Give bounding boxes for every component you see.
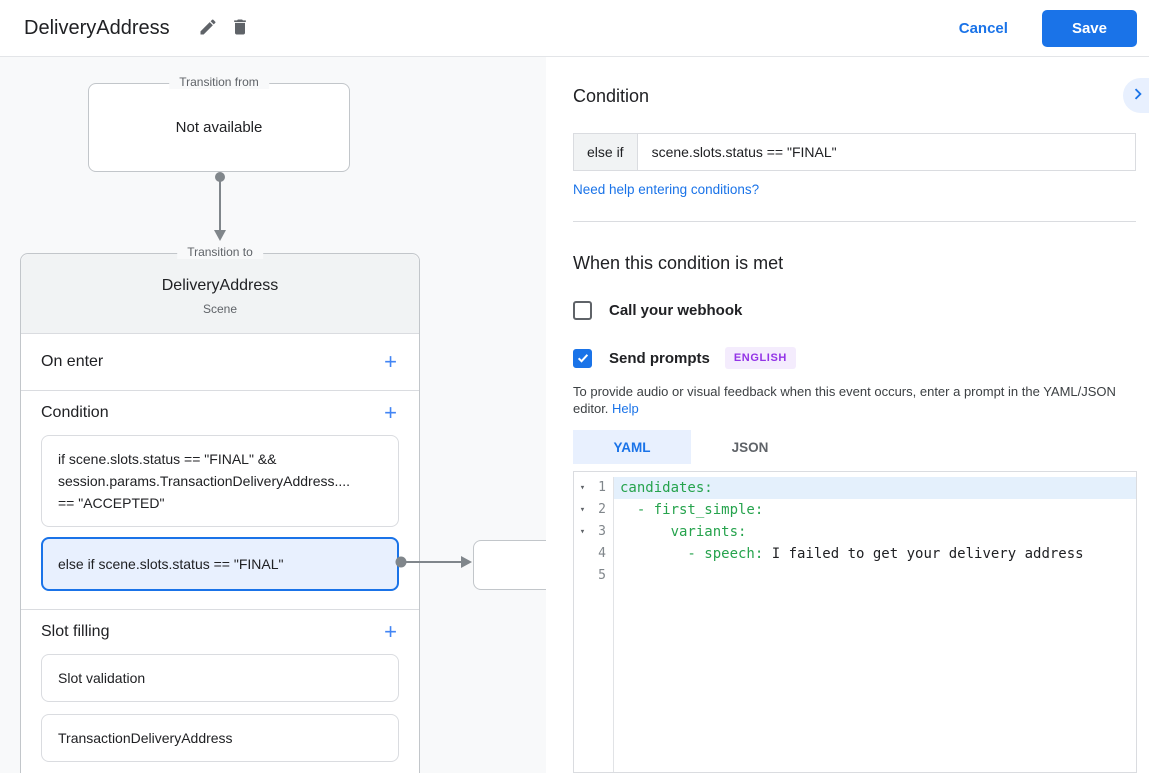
editor-line[interactable]: ▾ 3 variants: — [574, 521, 1136, 543]
send-prompts-label: Send prompts — [609, 349, 710, 367]
code-line[interactable]: variants: — [620, 524, 747, 540]
transition-from-node: Transition from Not available — [88, 75, 350, 172]
slot-item[interactable]: Slot validation — [41, 654, 399, 702]
line-number: 2 — [591, 499, 614, 521]
slot-filling-header: Slot filling + — [41, 610, 399, 654]
target-scene-node[interactable] — [473, 540, 546, 590]
transition-from-legend: Transition from — [169, 75, 269, 89]
editor-line[interactable]: 4 - speech: I failed to get your deliver… — [574, 543, 1136, 565]
tab-yaml[interactable]: YAML — [573, 430, 691, 464]
fold-spacer — [574, 565, 591, 587]
line-number: 3 — [591, 521, 614, 543]
scene-card-header: DeliveryAddress Scene — [21, 254, 419, 334]
slot-filling-label: Slot filling — [41, 623, 110, 640]
prompt-helper-text: To provide audio or visual feedback when… — [573, 383, 1135, 417]
detail-panel: Condition else if Need help entering con… — [546, 57, 1149, 773]
language-badge: ENGLISH — [724, 347, 796, 369]
helper-text-body: To provide audio or visual feedback when… — [573, 384, 1116, 416]
save-button[interactable]: Save — [1041, 9, 1137, 47]
condition-label: Condition — [41, 404, 109, 421]
condition-item[interactable]: if scene.slots.status == "FINAL" && sess… — [41, 435, 399, 527]
line-number: 5 — [591, 565, 614, 587]
code-line[interactable]: - speech: I failed to get your delivery … — [620, 546, 1084, 562]
send-prompts-row: Send prompts ENGLISH — [573, 347, 1136, 369]
cancel-button[interactable]: Cancel — [958, 19, 1008, 37]
code-line[interactable]: candidates: — [614, 477, 1136, 499]
transition-to-legend: Transition to — [177, 245, 263, 259]
editor-line[interactable]: 5 — [574, 565, 1136, 587]
section-divider — [21, 609, 419, 610]
slot-item[interactable]: TransactionDeliveryAddress — [41, 714, 399, 762]
diagram-panel: Transition from Not available Transition… — [0, 57, 546, 773]
line-number: 4 — [591, 543, 614, 565]
panel-title: Condition — [573, 86, 650, 106]
format-tabs: YAML JSON — [573, 430, 1136, 464]
transition-arrow-down — [214, 172, 226, 241]
pencil-icon — [198, 17, 218, 40]
tab-json[interactable]: JSON — [691, 430, 809, 464]
fold-toggle-icon[interactable]: ▾ — [579, 527, 586, 537]
scene-card: Transition to DeliveryAddress Scene On e… — [20, 245, 420, 773]
collapse-panel-button[interactable] — [1123, 78, 1149, 113]
condition-expression-row: else if — [573, 133, 1136, 171]
delete-scene-button[interactable] — [224, 12, 256, 44]
line-number: 1 — [591, 477, 614, 499]
webhook-checkbox[interactable] — [573, 301, 592, 320]
condition-transition-arrow — [395, 556, 472, 568]
add-slot-button[interactable]: + — [384, 619, 397, 644]
webhook-row: Call your webhook — [573, 301, 1136, 320]
on-enter-label: On enter — [41, 353, 104, 370]
scene-name: DeliveryAddress — [161, 277, 279, 294]
when-met-title: When this condition is met — [573, 253, 784, 273]
panel-divider — [573, 221, 1136, 222]
fold-toggle-icon[interactable]: ▾ — [579, 483, 586, 493]
condition-expression-input[interactable] — [637, 134, 1135, 170]
webhook-label: Call your webhook — [609, 302, 743, 319]
condition-help-link[interactable]: Need help entering conditions? — [573, 182, 760, 197]
help-link[interactable]: Help — [612, 401, 639, 416]
scene-type: Scene — [202, 302, 238, 316]
page-title: DeliveryAddress — [24, 16, 170, 39]
on-enter-section: On enter + — [21, 334, 419, 391]
condition-prefix: else if — [574, 134, 638, 170]
trash-icon — [230, 17, 250, 40]
editor-line[interactable]: ▾ 2 - first_simple: — [574, 499, 1136, 521]
add-condition-button[interactable]: + — [384, 400, 397, 425]
transition-from-value: Not available — [175, 119, 263, 136]
condition-section: Condition + if scene.slots.status == "FI… — [21, 391, 419, 609]
chevron-right-icon — [1127, 83, 1149, 108]
fold-toggle-icon[interactable]: ▾ — [579, 505, 586, 515]
add-on-enter-button[interactable]: + — [384, 349, 397, 374]
code-line[interactable] — [614, 565, 1136, 587]
edit-scene-button[interactable] — [192, 12, 224, 44]
editor-filler — [574, 587, 1136, 772]
condition-item-selected[interactable]: else if scene.slots.status == "FINAL" — [41, 537, 399, 591]
code-line[interactable]: - first_simple: — [620, 502, 764, 518]
app-header: DeliveryAddress Cancel Save — [0, 0, 1149, 57]
condition-items: if scene.slots.status == "FINAL" && sess… — [41, 435, 399, 609]
send-prompts-checkbox[interactable] — [573, 348, 592, 368]
fold-spacer — [574, 543, 591, 565]
condition-section-header: Condition + — [41, 391, 399, 435]
